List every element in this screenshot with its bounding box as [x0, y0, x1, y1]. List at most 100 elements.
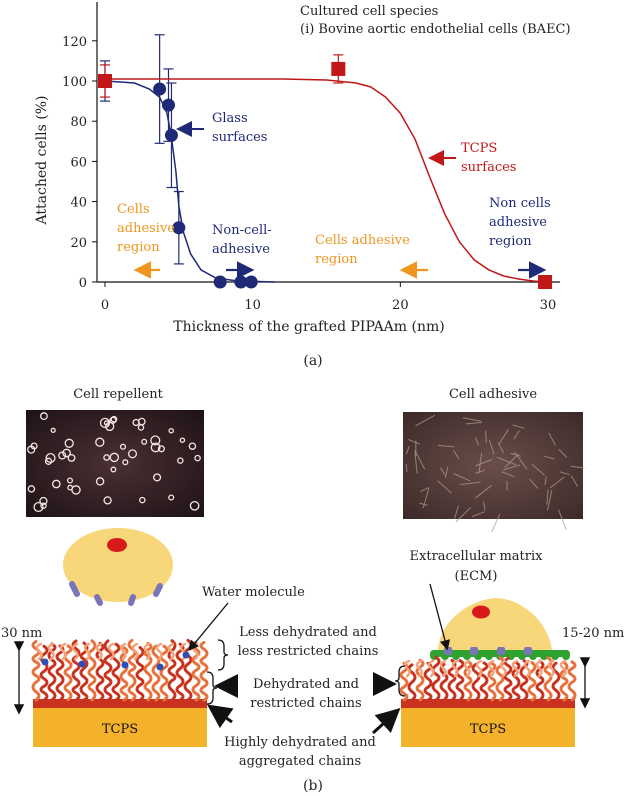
spread-cell-streak [570, 465, 585, 469]
hydrated-chain [559, 659, 567, 678]
spread-cell-streak [498, 429, 509, 445]
spread-cell-streak [419, 502, 429, 506]
less-dehydrated-label: Less dehydrated and less restricted chai… [238, 625, 379, 659]
series-tcps [98, 54, 553, 289]
hydrated-chain [71, 642, 79, 661]
y-tick-label: 100 [62, 75, 87, 90]
spread-cell-streak [496, 456, 517, 466]
tcps-left-label: TCPS [102, 722, 138, 737]
non-cells-adhesive-right-line-3: region [489, 234, 532, 249]
hydrated-chain [403, 659, 411, 678]
y-tick-label: 80 [70, 115, 87, 130]
polymer-chain [415, 658, 425, 702]
polymer-chain [527, 661, 537, 702]
rounded-cell-spot [157, 445, 165, 453]
cells-adhesive-left-line-1: Cells [117, 202, 150, 217]
hydrated-chain [535, 659, 543, 678]
spread-cell-illustration [430, 598, 570, 660]
rounded-cell-spot [132, 418, 140, 427]
y-tick-label: 20 [70, 236, 87, 251]
polymer-chain [551, 661, 561, 702]
spread-cell-streak [462, 417, 481, 422]
rounded-cell-spot [66, 477, 74, 484]
tcps-label-line-2: surfaces [461, 160, 516, 175]
data-point [172, 221, 186, 235]
ecm-bead [485, 652, 493, 660]
ecm-bead [463, 652, 471, 660]
polymer-chain [175, 642, 185, 702]
spread-cell-streak [475, 437, 479, 446]
y-tick-label: 60 [70, 155, 87, 170]
rounded-cell-spot [50, 427, 56, 433]
polymer-chain [503, 656, 513, 702]
spread-cell-streak [415, 414, 436, 427]
hydrated-chain [155, 642, 163, 661]
cells-adhesive-mid-label: Cells adhesive region [315, 233, 410, 267]
y-tick-label: 120 [62, 35, 87, 50]
data-point [98, 74, 112, 88]
hydrated-chain [547, 659, 555, 678]
polymer-chain [471, 662, 481, 702]
glass-label-line-1: Glass [212, 111, 248, 126]
y-tick-label: 40 [70, 196, 87, 211]
polymer-chain [191, 640, 201, 702]
aggregated-chain-layer [401, 699, 575, 708]
polymer-chain [567, 660, 577, 702]
spread-cell-streak [437, 444, 455, 448]
spread-cell-streak [543, 455, 555, 460]
spread-cell-streak [453, 450, 460, 460]
water-molecule [41, 658, 49, 666]
polymer-chain [87, 639, 97, 702]
panel-b-label: (b) [303, 778, 323, 794]
x-tick-label: 0 [101, 298, 109, 313]
dehydrated-line-2: restricted chains [250, 696, 361, 711]
rounded-cell-spot [137, 424, 145, 431]
non-cells-adhesive-right-line-2: adhesive [489, 215, 547, 230]
rounded-cell-spot [194, 454, 201, 462]
series-curve [105, 78, 549, 283]
spread-cell-streak [453, 473, 471, 482]
ecm-label: Extracellular matrix (ECM) [410, 549, 544, 584]
spread-cell-streak [513, 430, 520, 440]
highly-dehydrated-arrow-right [371, 707, 401, 735]
polymer-chain [463, 659, 473, 702]
water-molecule [182, 651, 190, 659]
tcps-right-label: TCPS [470, 722, 506, 737]
glass-label-line-2: surfaces [212, 130, 267, 145]
spread-cell-streak [549, 476, 565, 489]
spread-cell-streak [558, 509, 567, 530]
rounded-cell-spot [150, 442, 161, 453]
ecm-bead [551, 652, 559, 660]
spread-cell-streak [558, 449, 568, 458]
rounded-cell-spot [39, 412, 48, 421]
rounded-cell-spot [179, 437, 186, 443]
polymer-chain [447, 658, 457, 702]
spread-cell-streak [504, 453, 519, 468]
data-point [331, 61, 346, 76]
data-point [153, 82, 167, 96]
rounded-cell-spot [62, 448, 71, 458]
less-dehydrated-line-2: less restricted chains [238, 644, 379, 659]
spread-cell-streak [420, 487, 429, 493]
spread-cell-streak [548, 432, 556, 446]
rounded-cell-spot [110, 466, 117, 473]
spread-cell-streak [453, 505, 459, 519]
rounded-cell-spot [188, 442, 197, 450]
cells-adhesive-mid-line-2: region [315, 252, 358, 267]
spread-cell-streak [501, 471, 515, 478]
glass-label: Glass surfaces [212, 111, 267, 145]
rounded-cell-spot [33, 501, 44, 513]
thickness-left-label: 30 nm [1, 626, 42, 641]
spread-cell-streak [422, 487, 430, 509]
cells-adhesive-left-line-2: adhesive [117, 221, 175, 236]
hydrated-chain [451, 659, 459, 678]
rounded-cell-spot [119, 443, 127, 450]
cell-repellent-title: Cell repellent [73, 387, 163, 402]
x-tick-label: 20 [392, 298, 409, 313]
polymer-chain [63, 644, 73, 702]
rounded-cell-spot [64, 438, 74, 448]
hydrated-chain [143, 642, 151, 661]
rounded-cell-spot [105, 421, 115, 432]
